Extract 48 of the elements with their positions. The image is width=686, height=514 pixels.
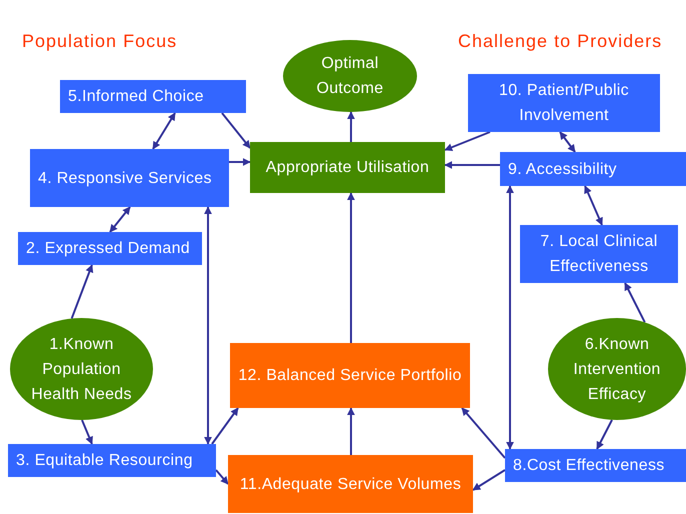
arrow [461, 407, 506, 459]
arrow [472, 469, 506, 491]
arrow [221, 112, 251, 149]
process-box [8, 444, 216, 477]
arrow [229, 158, 251, 166]
arrow [347, 407, 355, 455]
arrow [584, 185, 603, 226]
node-label: 12. Balanced Service Portfolio [238, 366, 462, 386]
process-box [468, 74, 660, 132]
process-box [30, 149, 229, 207]
process-box [250, 142, 445, 193]
arrow [204, 206, 212, 445]
process-box [60, 80, 246, 113]
arrow [624, 282, 646, 323]
node-label: 6.Known Intervention Efficacy [572, 334, 662, 404]
arrow [152, 112, 176, 150]
node-label: Optimal Outcome [315, 54, 384, 99]
node-label: 4. Responsive Services [38, 168, 212, 188]
arrow [70, 264, 94, 319]
process-box [230, 343, 470, 408]
arrow [444, 161, 500, 169]
node-label: 9. Accessibility [508, 160, 617, 180]
node-label: 11.Adequate Service Volumes [240, 474, 462, 494]
process-box [228, 455, 473, 513]
section-heading: Challenge to Providers [458, 31, 662, 52]
node-label: 1.Known Population Health Needs [30, 334, 133, 404]
node-label: 8.Cost Effectiveness [513, 456, 665, 476]
section-heading: Population Focus [22, 31, 178, 52]
arrow [559, 131, 576, 153]
arrow [215, 469, 229, 485]
node-label: 2. Expressed Demand [26, 239, 190, 259]
arrow [347, 111, 356, 142]
process-box [18, 232, 202, 265]
arrow [81, 420, 93, 445]
arrow [211, 407, 239, 445]
arrow [347, 192, 355, 343]
process-box [500, 152, 686, 186]
arrow [506, 185, 514, 450]
arrow [109, 206, 131, 233]
arrow [596, 419, 613, 450]
node-label: 5.Informed Choice [68, 87, 204, 107]
node-label: 3. Equitable Resourcing [16, 451, 193, 471]
process-box [520, 225, 678, 283]
node-label: 10. Patient/Public Involvement [498, 81, 630, 126]
node-label: Appropriate Utilisation [266, 158, 430, 178]
arrow [444, 131, 490, 152]
node-label: 7. Local Clinical Effectiveness [539, 232, 659, 277]
process-box [505, 449, 686, 482]
